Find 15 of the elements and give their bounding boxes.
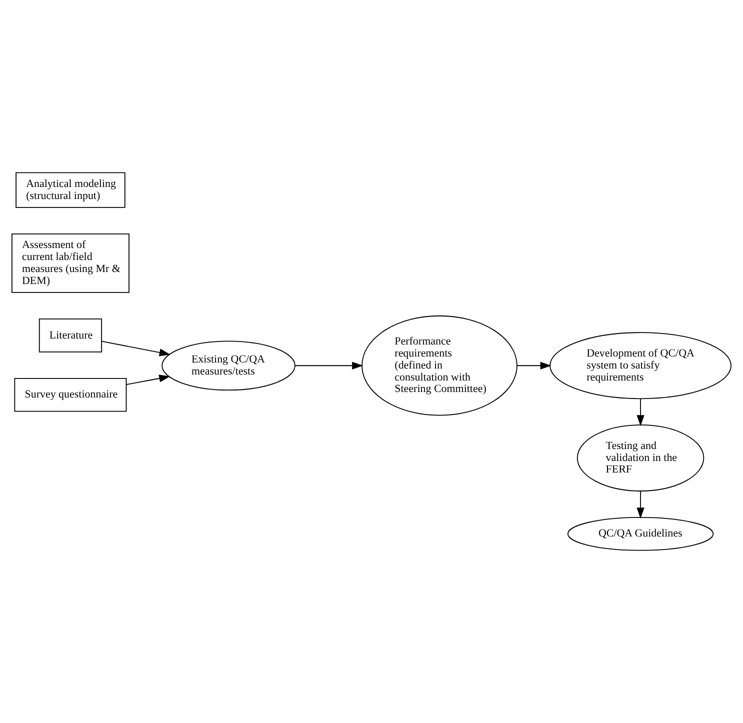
arrow [636, 398, 644, 426]
node-ellipse: Development of QC/QA system to satisfy requirements [550, 332, 732, 400]
node-ellipse: QC/QA Guidelines [567, 516, 714, 551]
node-box: Analytical modeling (structural input) [16, 172, 126, 208]
arrow [636, 490, 644, 519]
arrow [101, 340, 170, 356]
arrow [516, 362, 552, 370]
node-box: Literature [38, 318, 102, 352]
node-ellipse: Performance requirements (defined in consultation with Steering Committee) [362, 315, 518, 416]
node-ellipse: Testing and validation in the FERF [576, 424, 704, 492]
arrow [294, 362, 364, 370]
node-box: Assessment of current lab/field measures (using Mr & DEM) [11, 233, 130, 293]
arrow [126, 374, 170, 386]
node-ellipse: Existing QC/QA measures/tests [162, 340, 296, 391]
node-box: Survey questionnaire [14, 378, 127, 412]
